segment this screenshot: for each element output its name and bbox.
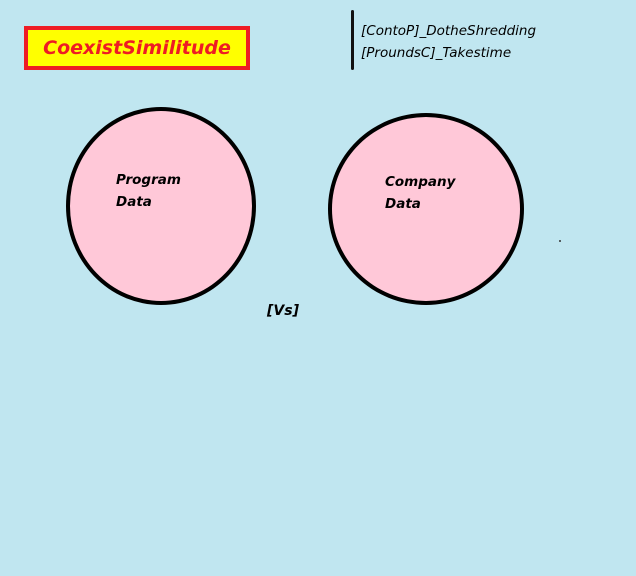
program-data-label-line-1: Program [116, 172, 181, 188]
company-data-label: Company Data [385, 171, 455, 215]
program-data-label: Program Data [116, 169, 181, 213]
company-data-label-line-2: Data [385, 196, 421, 212]
legend-line-2: [ProundsC]_Takestime [361, 45, 512, 61]
stray-dot [559, 240, 561, 242]
legend: [ContoP]_DotheShredding [ProundsC]_Takes… [361, 20, 536, 64]
legend-line-1: [ContoP]_DotheShredding [361, 23, 537, 39]
title-box: CoexistSimilitude [24, 26, 250, 70]
company-data-label-line-1: Company [385, 174, 456, 190]
company-data-circle [328, 113, 524, 305]
diagram-title: CoexistSimilitude [43, 37, 231, 59]
legend-bracket [351, 10, 354, 70]
program-data-circle [66, 107, 256, 305]
program-data-label-line-2: Data [116, 194, 152, 210]
versus-label: [Vs] [267, 303, 299, 319]
